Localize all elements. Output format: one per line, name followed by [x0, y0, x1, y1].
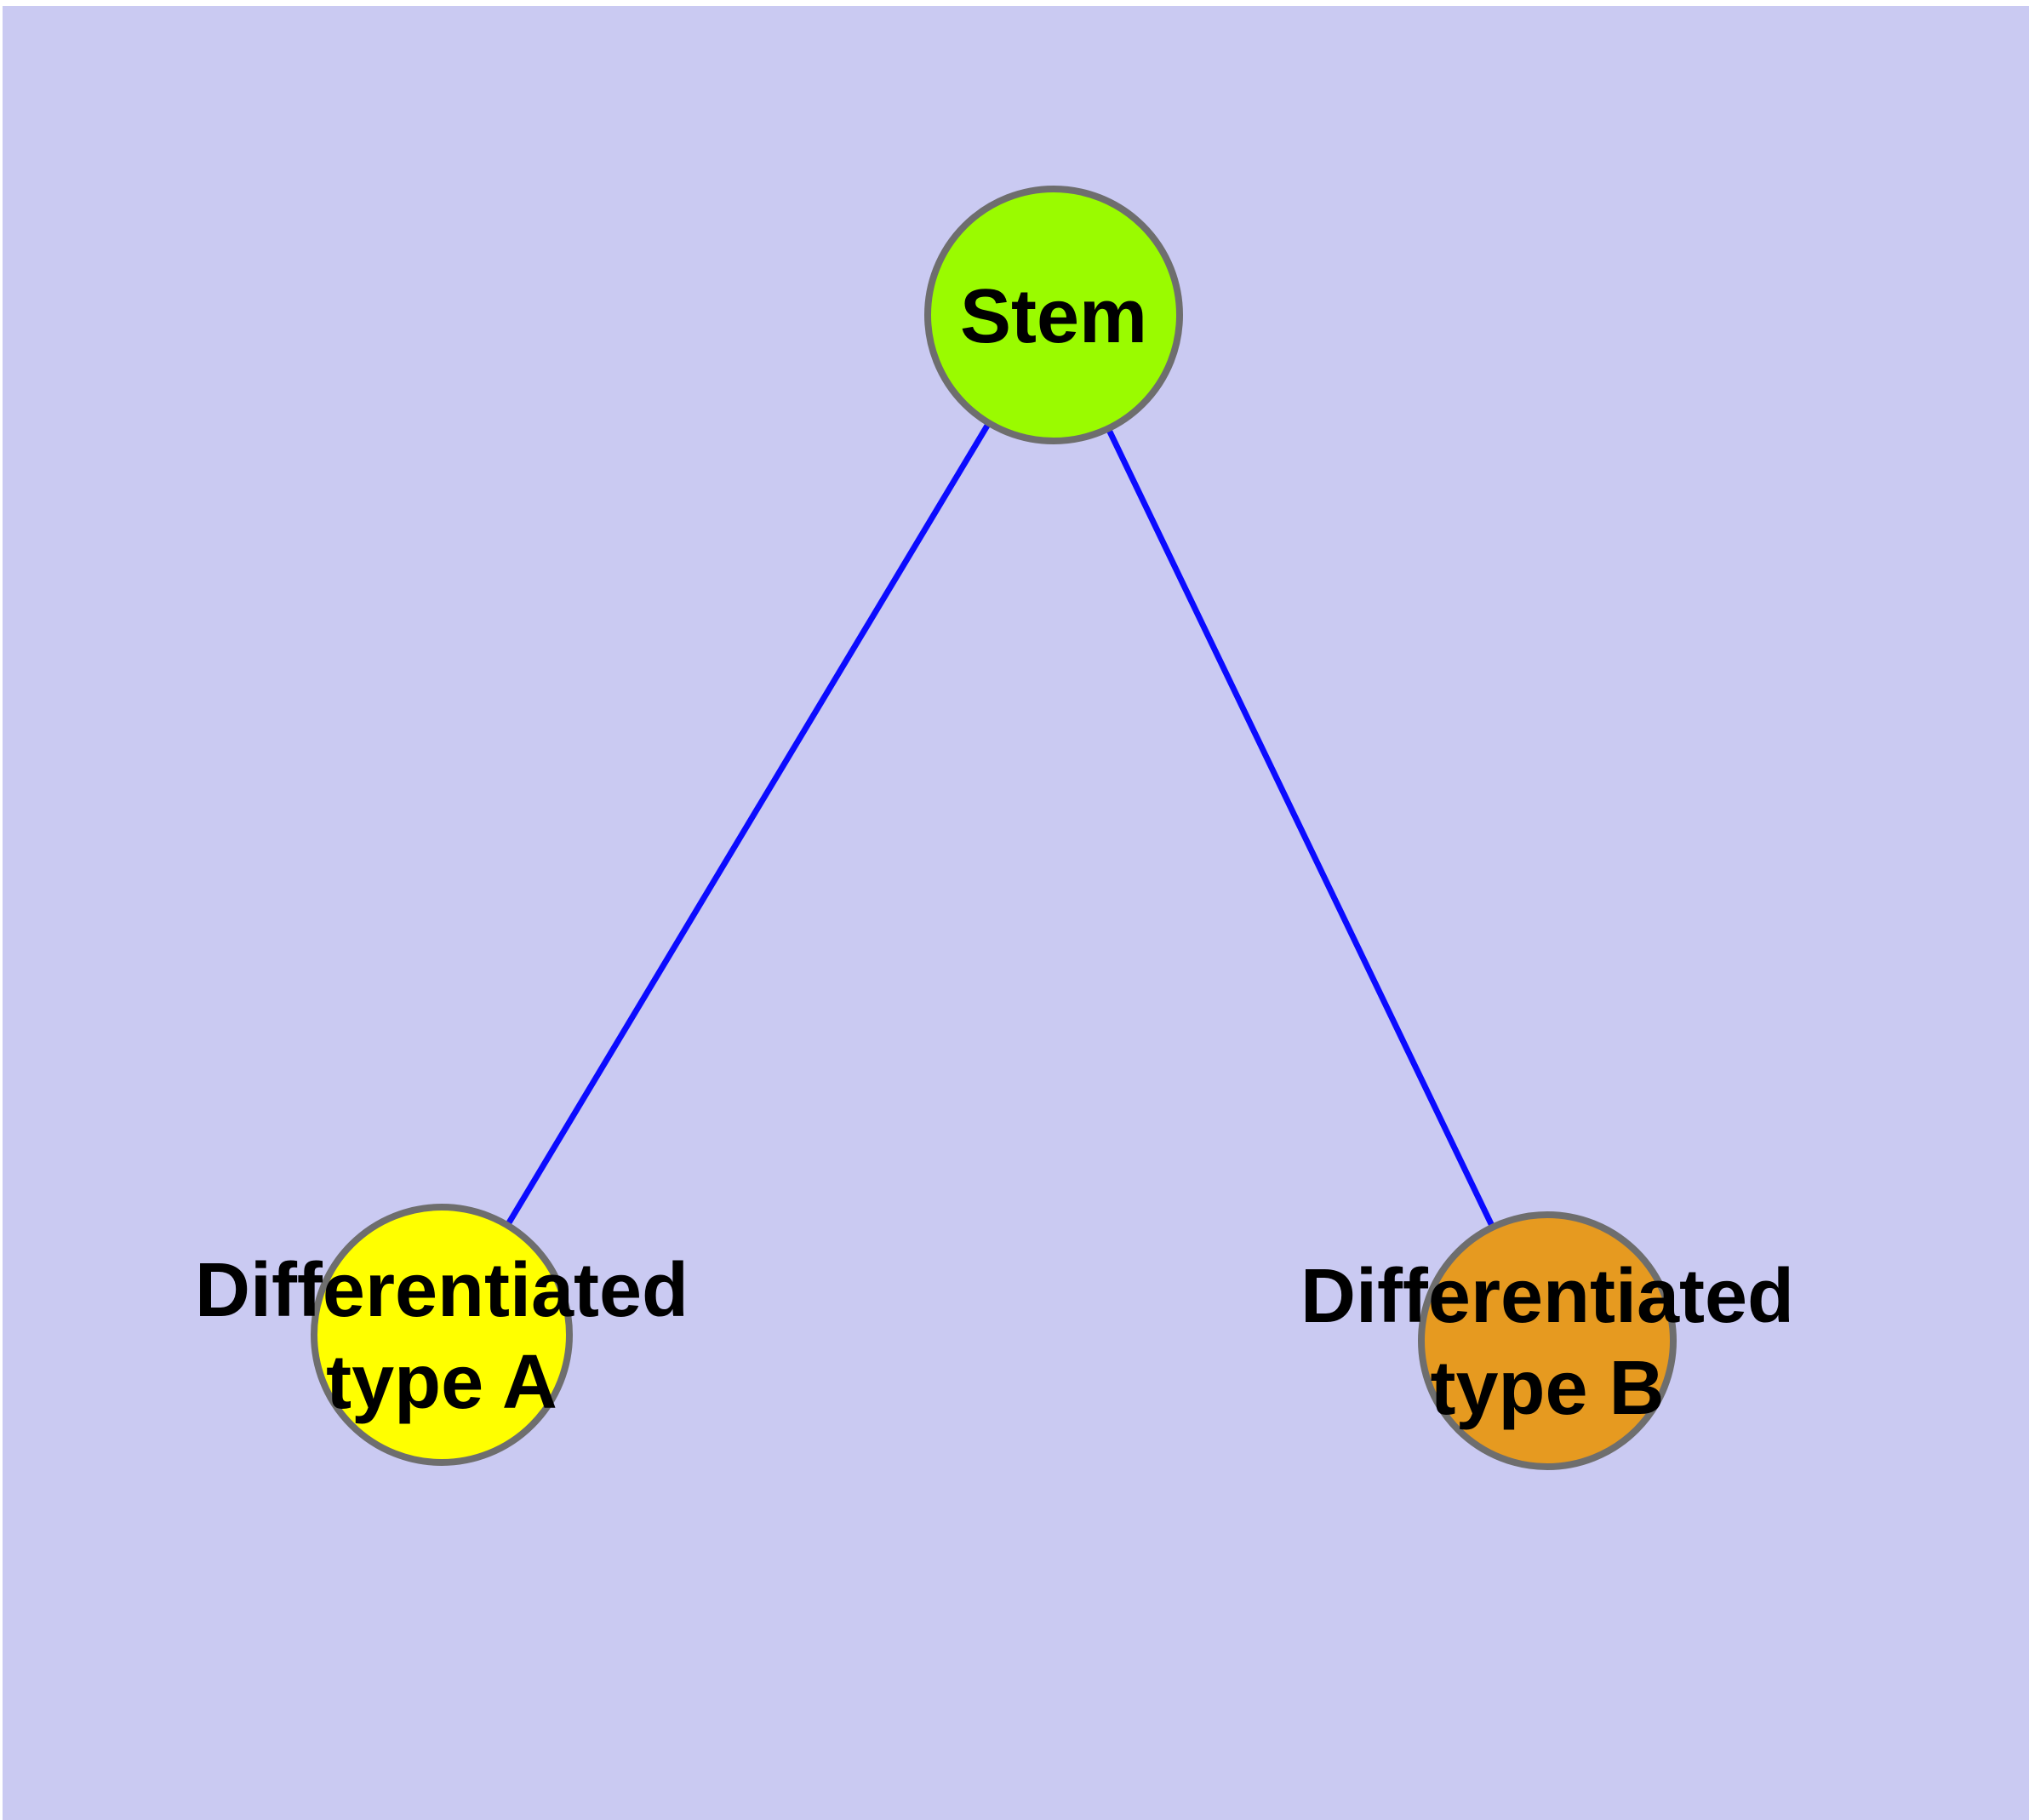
node-stem-label: Stem [960, 274, 1147, 359]
node-type-b [1418, 1211, 1677, 1470]
node-type-b-label-line2: type B [1430, 1346, 1664, 1431]
node-stem [924, 186, 1183, 444]
edge-stem-to-type-b [1050, 313, 1551, 1342]
edge-stem-to-type-a [438, 313, 1057, 1336]
node-type-a-label-line2: type A [326, 1340, 557, 1425]
node-type-b-label-line1: Differentiated [1300, 1254, 1794, 1339]
node-type-a [311, 1204, 573, 1466]
node-type-a-label-line1: Differentiated [195, 1248, 689, 1333]
